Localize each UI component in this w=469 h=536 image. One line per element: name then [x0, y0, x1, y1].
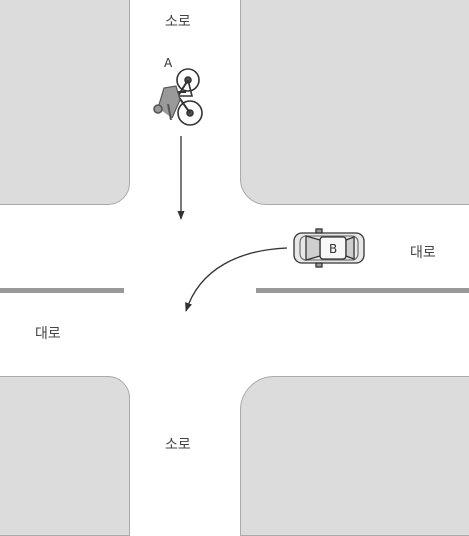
block-top-right [240, 0, 469, 205]
center-lane-left [0, 288, 124, 293]
bicycle-label: A [164, 56, 173, 70]
car-label: B [329, 242, 337, 256]
car-icon [293, 228, 365, 268]
scene-overlay: A B [153, 56, 365, 312]
major-road-label-left: 대로 [35, 326, 61, 342]
bicycle-icon [153, 68, 203, 126]
center-lane-right [256, 288, 469, 293]
major-road-label-right: 대로 [410, 245, 436, 261]
block-top-left [0, 0, 130, 205]
car-path-arrow [185, 247, 288, 312]
block-bottom-right [240, 376, 469, 536]
minor-road-label-top: 소로 [165, 14, 191, 30]
minor-road-label-bottom: 소로 [165, 437, 191, 453]
